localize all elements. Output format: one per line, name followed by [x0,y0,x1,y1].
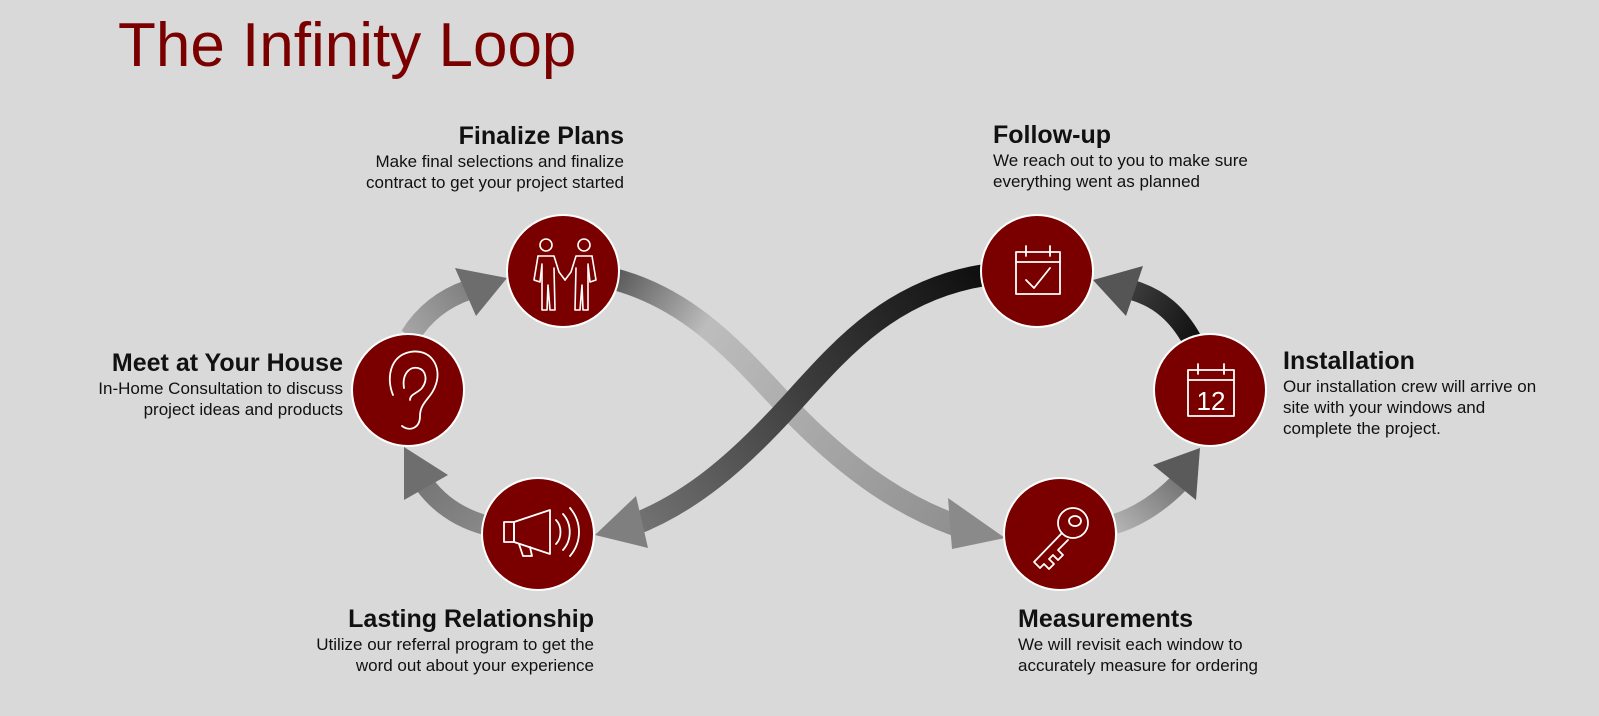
measurements-heading: Measurements [1018,605,1194,633]
arrow-meet-to-finalize [401,268,507,342]
follow-up-node [980,214,1094,328]
meet-at-your-house-node [351,333,465,447]
measurements-step: Measurements We will revisit each window… [1018,604,1258,676]
page-title: The Infinity Loop [118,11,577,80]
lasting-relationship-desc-line1: Utilize our referral program to get the [316,635,594,654]
meet-at-your-house-heading: Meet at Your House [111,349,343,377]
installation-desc-line1: Our installation crew will arrive on [1283,377,1537,396]
loop-arrow-followup-to-lasting [595,264,987,548]
meet-at-your-house-desc-line1: In-Home Consultation to discuss [98,379,343,398]
finalize-plans-desc-line2: contract to get your project started [366,173,624,192]
ear-icon [388,350,439,430]
measurements-desc-line2: accurately measure for ordering [1018,656,1259,675]
megaphone-icon [503,507,580,557]
lasting-relationship-desc-line2: word out about your experience [355,656,594,675]
arrow-measurements-to-installation [1111,448,1200,534]
arrow-lasting-to-meet [404,447,488,535]
follow-up-heading: Follow-up [993,121,1112,149]
lasting-relationship-node [481,477,595,591]
key-icon [1033,507,1089,570]
follow-up-desc-line1: We reach out to you to make sure [993,151,1248,170]
installation-node [1153,333,1267,447]
follow-up-step: Follow-up We reach out to you to make su… [993,120,1248,192]
loop-arrow-finalize-to-measurements [607,267,1005,549]
installation-desc-line2: site with your windows and [1283,398,1486,417]
calendar-check-icon [1015,245,1061,295]
finalize-plans-step: Finalize Plans Make final selections and… [366,121,624,193]
finalize-plans-heading: Finalize Plans [458,122,624,150]
handshake-icon [533,238,597,311]
installation-step: Installation Our installation crew will … [1283,346,1536,439]
meet-at-your-house-step: Meet at Your House In-Home Consultation … [98,348,343,420]
follow-up-desc-line2: everything went as planned [993,172,1200,191]
finalize-plans-desc-line1: Make final selections and finalize [375,152,624,171]
measurements-desc-line1: We will revisit each window to [1018,635,1243,654]
finalize-plans-node [506,214,620,328]
lasting-relationship-step: Lasting Relationship Utilize our referra… [316,604,594,676]
arrow-installation-to-followup [1093,266,1201,346]
meet-at-your-house-desc-line2: project ideas and products [143,400,343,419]
calendar-icon [1187,363,1235,417]
installation-desc-line3: complete the project. [1283,419,1441,438]
installation-heading: Installation [1283,347,1415,375]
calendar-day-label: 12 [1197,386,1226,416]
lasting-relationship-heading: Lasting Relationship [348,605,594,633]
